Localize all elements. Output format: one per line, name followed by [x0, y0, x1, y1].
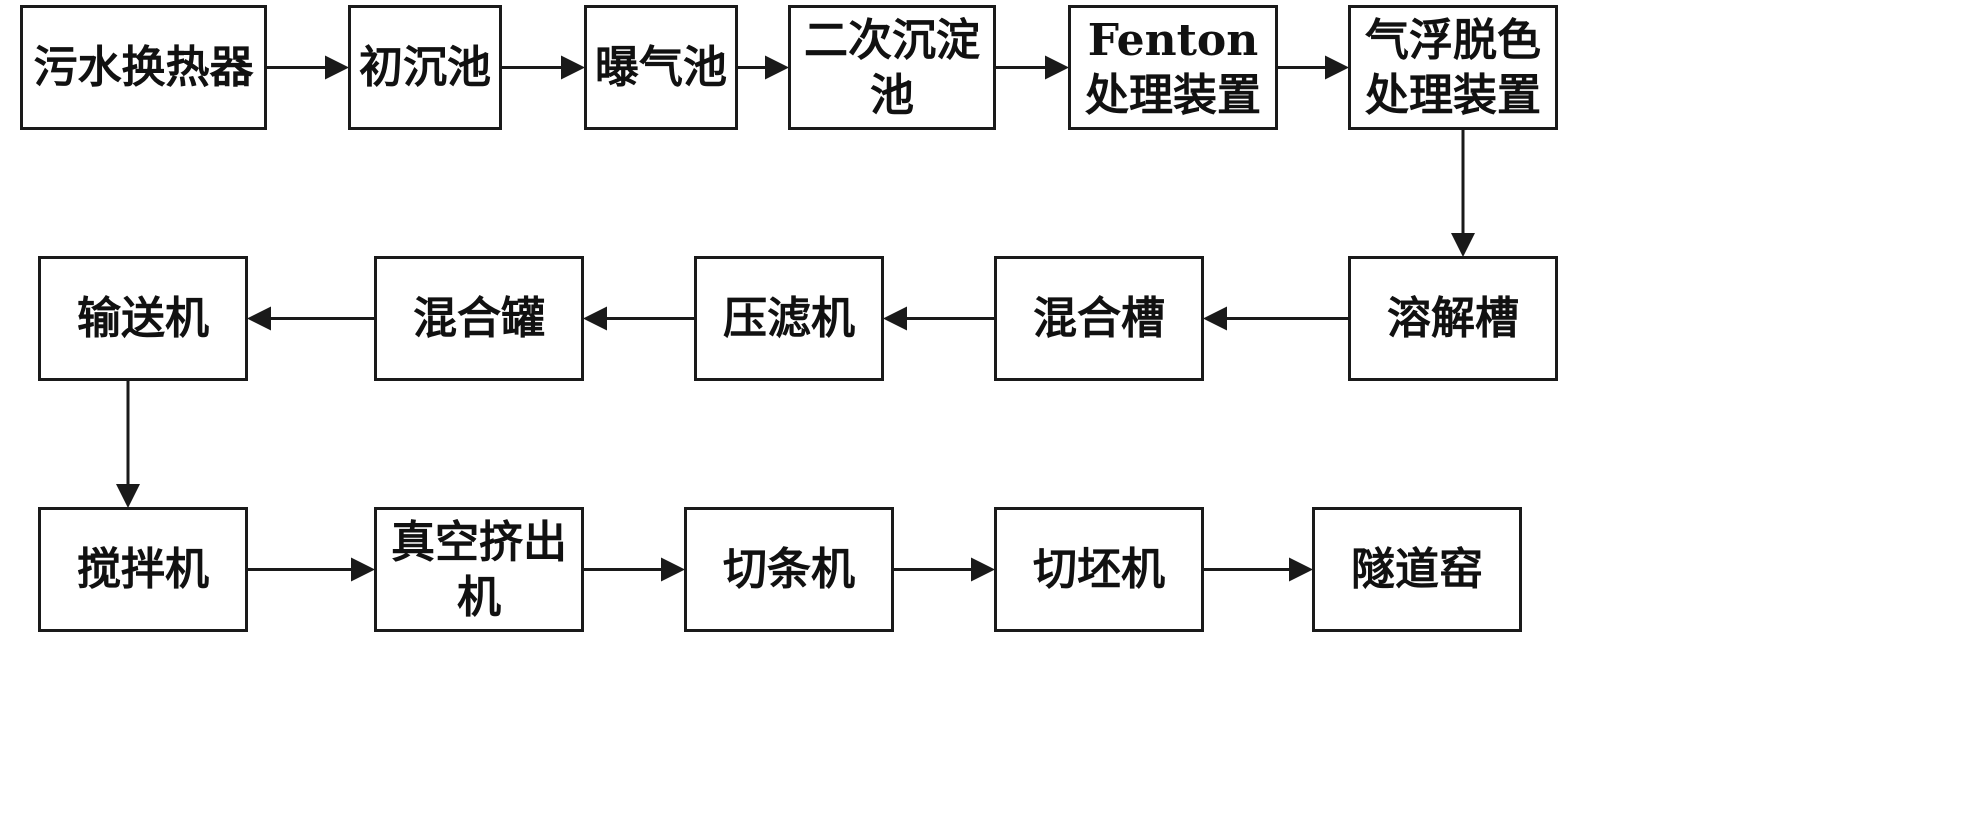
node-label: 隧道窑	[1351, 544, 1483, 595]
node-label: 切条机	[723, 544, 855, 595]
node-air-flotation-decolor: 气浮脱色处理装置	[1348, 5, 1558, 130]
node-fenton-treatment: Fenton处理装置	[1068, 5, 1278, 130]
node-mixer: 搅拌机	[38, 507, 248, 632]
node-label: 输送机	[77, 293, 209, 344]
node-label: 曝气池	[595, 42, 727, 93]
node-label: Fenton处理装置	[1085, 14, 1261, 121]
node-label: 真空挤出机	[391, 516, 567, 623]
node-conveyor: 输送机	[38, 256, 248, 381]
node-primary-settling-tank: 初沉池	[348, 5, 502, 130]
node-label: 溶解槽	[1387, 293, 1519, 344]
node-label: 切坯机	[1033, 544, 1165, 595]
node-label: 气浮脱色处理装置	[1365, 14, 1541, 121]
node-label: 混合槽	[1033, 293, 1165, 344]
node-blank-cutter: 切坯机	[994, 507, 1204, 632]
node-label: 污水换热器	[33, 42, 254, 93]
node-mixing-tank: 混合槽	[994, 256, 1204, 381]
node-filter-press: 压滤机	[694, 256, 884, 381]
node-sewage-heat-exchanger: 污水换热器	[20, 5, 267, 130]
node-label: 压滤机	[723, 293, 855, 344]
node-label: 混合罐	[413, 293, 545, 344]
node-dissolving-tank: 溶解槽	[1348, 256, 1558, 381]
node-tunnel-kiln: 隧道窑	[1312, 507, 1522, 632]
node-label: 初沉池	[359, 42, 491, 93]
node-vacuum-extruder: 真空挤出机	[374, 507, 584, 632]
node-strip-cutter: 切条机	[684, 507, 894, 632]
node-label: 搅拌机	[77, 544, 209, 595]
node-secondary-settling-tank: 二次沉淀池	[788, 5, 996, 130]
node-label: 二次沉淀池	[804, 14, 980, 121]
node-aeration-tank: 曝气池	[584, 5, 738, 130]
node-mixing-can: 混合罐	[374, 256, 584, 381]
